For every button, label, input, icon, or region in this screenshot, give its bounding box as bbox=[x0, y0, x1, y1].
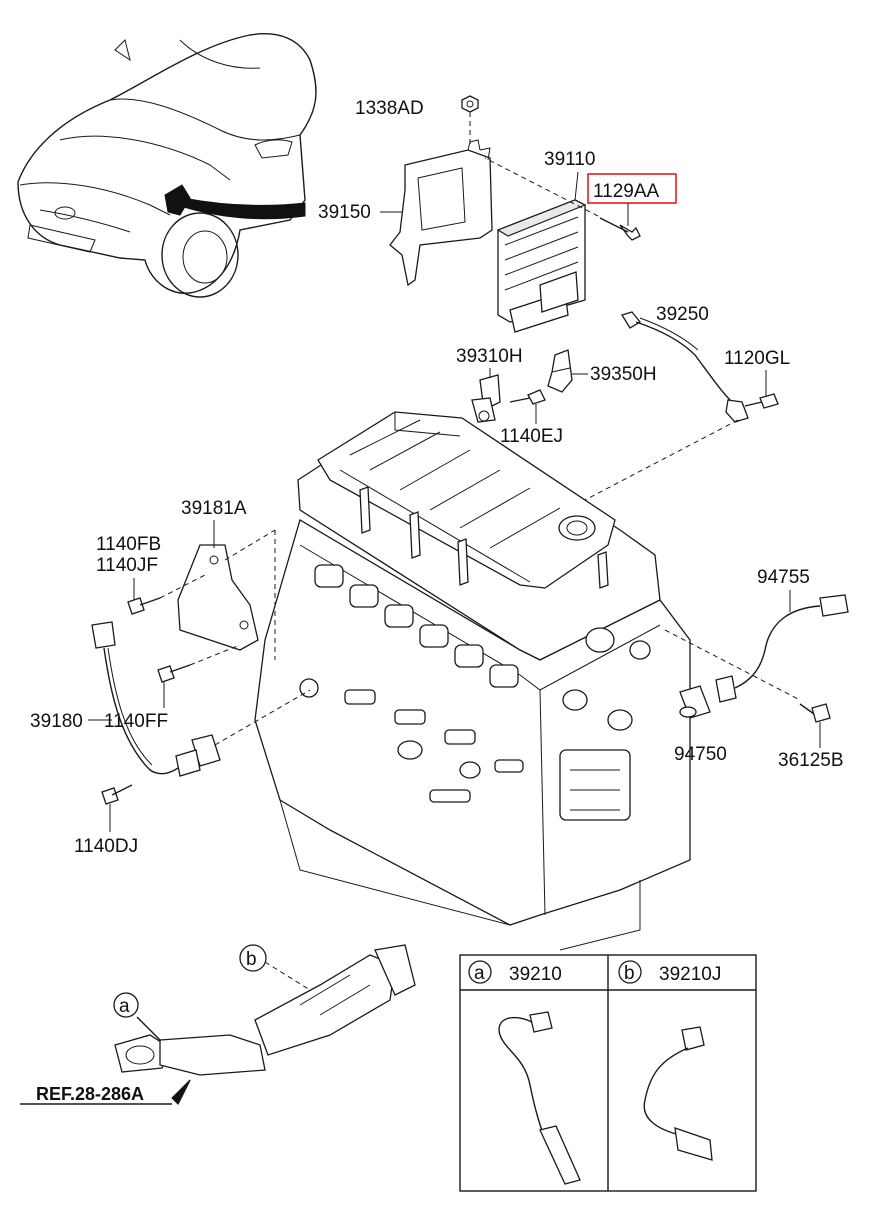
bracket-39350H bbox=[547, 349, 573, 393]
inset-cell-a-part: 39210 bbox=[509, 964, 562, 985]
bracket-39181A bbox=[177, 529, 276, 660]
sensor-39250 bbox=[584, 311, 749, 501]
vehicle-illustration bbox=[17, 33, 317, 298]
sensor-39210J-drawing bbox=[643, 1026, 713, 1161]
callout-1140DJ: 1140DJ bbox=[74, 836, 138, 857]
callout-1140FF: 1140FF bbox=[104, 711, 168, 732]
reference-arrow bbox=[20, 1079, 191, 1105]
exhaust-catalyst bbox=[114, 944, 416, 1076]
bolt-36125B bbox=[799, 703, 831, 723]
callout-1338AD: 1338AD bbox=[355, 98, 424, 119]
reference-label: REF.28-286A bbox=[36, 1084, 144, 1104]
callout-39250: 39250 bbox=[656, 304, 709, 325]
sensor-94750 bbox=[664, 629, 801, 719]
bolt-1140FB bbox=[127, 574, 206, 615]
ecu-39110 bbox=[496, 199, 587, 333]
callout-1140EJ: 1140EJ bbox=[500, 426, 563, 447]
bolt-1140FF bbox=[157, 644, 241, 683]
callout-1129AA: 1129AA bbox=[593, 181, 660, 202]
callout-1120GL: 1120GL bbox=[724, 348, 790, 369]
sensor-94755 bbox=[715, 594, 849, 703]
callout-1140JF: 1140JF bbox=[96, 555, 158, 576]
inset-table bbox=[459, 954, 757, 1192]
marker-b-circle bbox=[239, 944, 267, 972]
bolt-1140EJ bbox=[509, 389, 546, 405]
nut-1338AD bbox=[461, 95, 479, 145]
ecu-bracket-39150 bbox=[389, 139, 493, 287]
callout-94755: 94755 bbox=[757, 567, 810, 588]
callout-39110: 39110 bbox=[544, 149, 595, 170]
highlight-box-1129AA bbox=[587, 173, 677, 204]
marker-b: b bbox=[246, 949, 257, 970]
callout-39180: 39180 bbox=[30, 711, 83, 732]
inset-marker-b bbox=[618, 960, 642, 984]
marker-a-circle bbox=[113, 992, 139, 1018]
inset-cell-a-marker: a bbox=[474, 963, 485, 984]
callout-94750: 94750 bbox=[674, 744, 727, 765]
callout-39310H: 39310H bbox=[456, 346, 523, 367]
bolt-1140DJ bbox=[101, 784, 133, 805]
marker-a: a bbox=[119, 996, 130, 1017]
sensor-39310H bbox=[471, 374, 501, 423]
inset-cell-b-part: 39210J bbox=[659, 964, 721, 985]
callout-36125B: 36125B bbox=[778, 750, 844, 771]
engine-block bbox=[254, 411, 691, 951]
sensor-39180 bbox=[91, 621, 311, 777]
sensor-39210-drawing bbox=[498, 1011, 581, 1185]
callout-39150: 39150 bbox=[318, 202, 371, 223]
inset-marker-a bbox=[468, 960, 492, 984]
inset-cell-b-marker: b bbox=[624, 963, 635, 984]
callout-39350H: 39350H bbox=[590, 364, 657, 385]
callout-1140FB: 1140FB bbox=[96, 534, 161, 555]
callout-39181A: 39181A bbox=[181, 498, 247, 519]
bolt-1120GL bbox=[744, 393, 779, 409]
bolt-1129AA bbox=[484, 157, 641, 241]
